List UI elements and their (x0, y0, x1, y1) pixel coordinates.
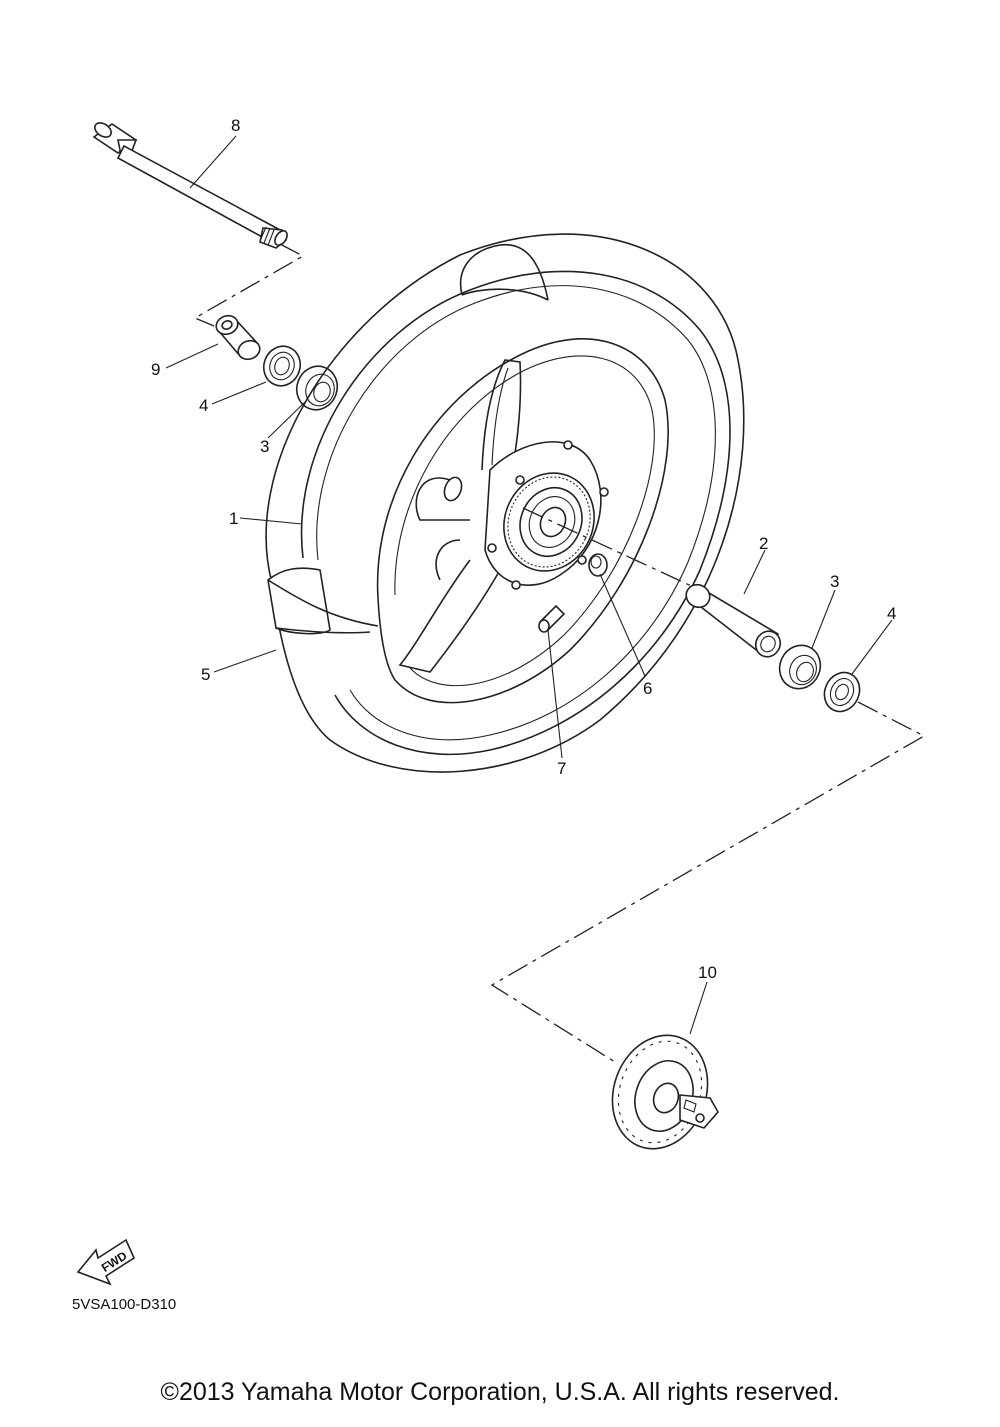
valve-part-7 (538, 604, 566, 633)
callout-numbers: 8 9 4 3 1 5 6 7 2 3 4 10 (151, 116, 896, 982)
leader-lines (165, 135, 893, 1035)
callout-7: 7 (557, 759, 566, 778)
callout-4-left: 4 (199, 396, 208, 415)
spacer-part-2 (685, 583, 782, 658)
spoke-left (415, 477, 470, 521)
wheel-and-tire (265, 233, 745, 773)
axle-center-line (193, 243, 305, 327)
callout-3-right: 3 (830, 572, 839, 591)
callout-10: 10 (698, 963, 717, 982)
callout-2: 2 (759, 534, 768, 553)
callout-1: 1 (229, 509, 238, 528)
rotor-center-line (490, 701, 926, 1063)
bearing-part-4-right (823, 671, 861, 713)
callout-3-left: 3 (260, 437, 269, 456)
spoke-lower (398, 559, 501, 673)
bearing-part-4-left (262, 345, 302, 387)
distance-collar-part-6 (588, 553, 608, 577)
hub-center-line (522, 507, 701, 591)
axle-part-8 (92, 122, 288, 249)
callout-5: 5 (201, 665, 210, 684)
callout-4-right: 4 (887, 604, 896, 623)
oil-seal-part-3-right (778, 644, 822, 690)
collar-part-9 (215, 314, 261, 361)
fwd-arrow-icon: FWD (76, 1238, 136, 1286)
sensor-rotor-part-10 (611, 1034, 719, 1150)
copyright-notice: ©2013 Yamaha Motor Corporation, U.S.A. A… (160, 1378, 840, 1406)
tire-outline (265, 233, 745, 773)
hub-bearing-ring (487, 440, 609, 590)
callout-9: 9 (151, 360, 160, 379)
rim-inner (376, 338, 669, 704)
diagram-code: 5VSA100-D310 (72, 1296, 177, 1313)
spoke-upper (481, 359, 522, 471)
rim-lip (300, 270, 731, 756)
callout-6: 6 (643, 679, 652, 698)
callout-8: 8 (231, 116, 240, 135)
